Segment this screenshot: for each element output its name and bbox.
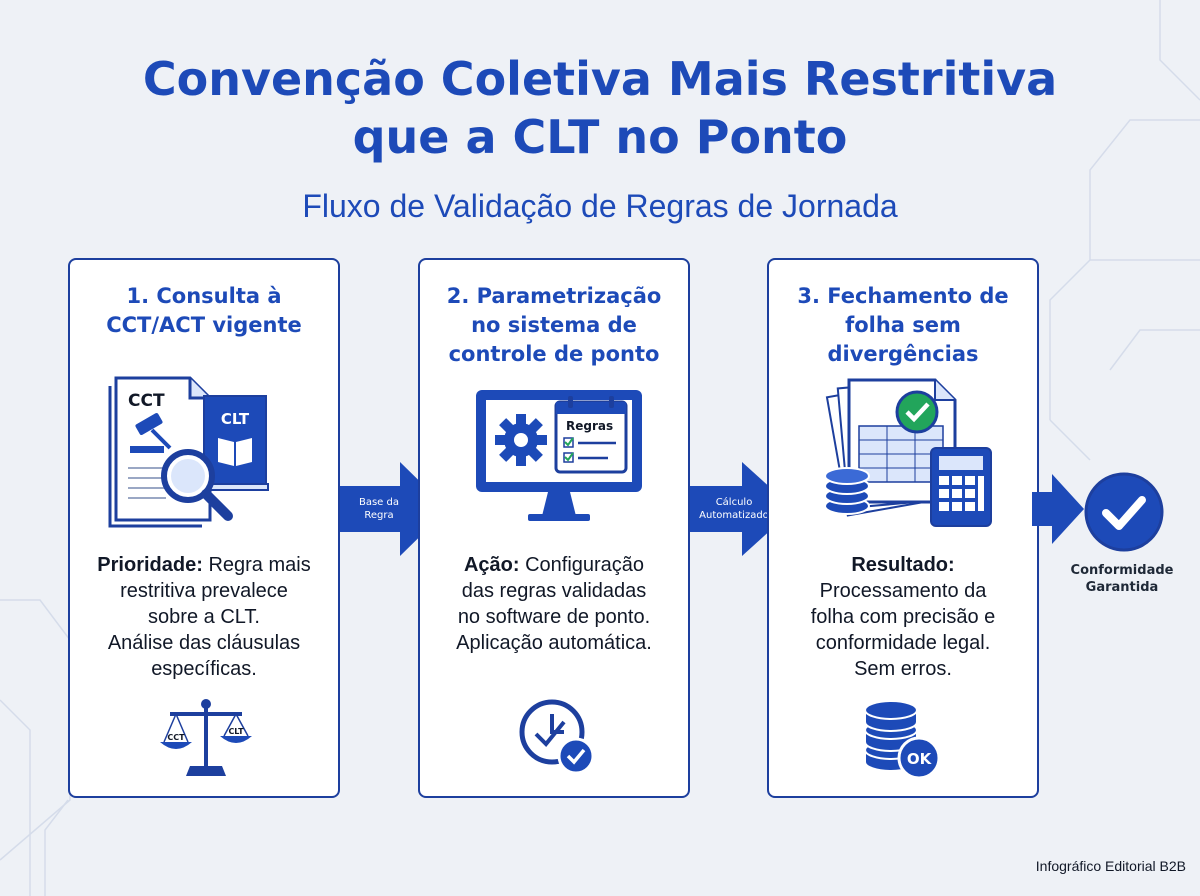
gavel-icon bbox=[130, 413, 172, 453]
calendar-label: Regras bbox=[566, 419, 613, 433]
gear-icon bbox=[495, 414, 547, 466]
step-description: Resultado: Processamento da folha com pr… bbox=[769, 552, 1037, 682]
connector-label: Cálculo Automatizado bbox=[690, 496, 778, 522]
scale-left-label: CCT bbox=[167, 733, 185, 742]
scale-right-label: CLT bbox=[228, 727, 244, 736]
connector-label-line: Base da bbox=[358, 497, 399, 508]
step-title-line: 1. Consulta à bbox=[126, 284, 282, 308]
step-title-line: controle de ponto bbox=[448, 342, 660, 366]
book-label: CLT bbox=[221, 410, 250, 428]
step-text-line: Sem erros. bbox=[854, 658, 952, 680]
connector-label-line: Automatizado bbox=[699, 510, 769, 521]
database-ok-icon: OK bbox=[864, 700, 941, 780]
magnifier-icon bbox=[161, 449, 233, 521]
final-label-line: Garantida bbox=[1085, 580, 1159, 595]
step-card-parametrizacao: 2. Parametrização no sistema de controle… bbox=[418, 258, 690, 798]
step-description: Ação: Configuração das regras validadas … bbox=[420, 552, 688, 656]
payroll-illustration bbox=[824, 378, 992, 527]
page-subtitle: Fluxo de Validação de Regras de Jornada bbox=[302, 188, 898, 224]
step-title: 1. Consulta à CCT/ACT vigente bbox=[70, 282, 338, 340]
step-title-line: divergências bbox=[827, 342, 979, 366]
final-result-label: Conformidade Garantida bbox=[1052, 562, 1192, 596]
step-text-line: Processamento da bbox=[819, 580, 987, 602]
calculator-icon bbox=[930, 447, 992, 527]
footer-credit: Infográfico Editorial B2B bbox=[1035, 858, 1186, 874]
connector-arrow bbox=[1032, 474, 1084, 544]
final-label-line: Conformidade bbox=[1070, 563, 1174, 578]
step-label: Resultado: bbox=[851, 554, 955, 576]
step-title-line: 2. Parametrização bbox=[446, 284, 662, 308]
calendar-checklist-icon: Regras bbox=[554, 396, 628, 474]
step-title-line: CCT/ACT vigente bbox=[106, 313, 302, 337]
step-label: Prioridade: bbox=[97, 554, 203, 576]
step-text-line: Aplicação automática. bbox=[456, 632, 652, 654]
document-label: CCT bbox=[128, 391, 165, 411]
connector-label-line: Regra bbox=[364, 510, 394, 521]
step-card-consulta: 1. Consulta à CCT/ACT vigente CCT CLT bbox=[68, 258, 340, 798]
step-card-fechamento: 3. Fechamento de folha sem divergências bbox=[767, 258, 1039, 798]
step-title-line: 3. Fechamento de bbox=[797, 284, 1009, 308]
step-text-line: Regra mais bbox=[208, 554, 311, 576]
step-text-line: conformidade legal. bbox=[815, 632, 991, 654]
step-text-line: folha com precisão e bbox=[810, 606, 996, 628]
monitor-illustration: Regras bbox=[476, 390, 642, 521]
coins-icon bbox=[824, 467, 870, 515]
title-line-2: que a CLT no Ponto bbox=[352, 110, 848, 164]
clock-check-icon bbox=[519, 699, 595, 775]
step-description: Prioridade: Regra mais restritiva preval… bbox=[70, 552, 338, 682]
step-title: 2. Parametrização no sistema de controle… bbox=[420, 282, 688, 369]
step-title: 3. Fechamento de folha sem divergências bbox=[769, 282, 1037, 369]
title-line-1: Convenção Coletiva Mais Restritiva bbox=[142, 52, 1058, 106]
check-circle-icon bbox=[1084, 472, 1164, 552]
step-text-line: sobre a CLT. bbox=[148, 606, 260, 628]
step-text-line: Configuração bbox=[525, 554, 645, 576]
ok-badge-label: OK bbox=[907, 750, 933, 768]
connector-label-line: Cálculo bbox=[715, 497, 753, 508]
connector-label: Base da Regra bbox=[342, 496, 416, 522]
scales-icon: CCT CLT bbox=[160, 699, 252, 776]
step-text-line: das regras validadas bbox=[461, 580, 647, 602]
step-text-line: Análise das cláusulas bbox=[107, 632, 301, 654]
step-text-line: específicas. bbox=[151, 658, 257, 680]
check-circle-icon bbox=[895, 390, 939, 434]
step-text-line: no software de ponto. bbox=[457, 606, 651, 628]
step-title-line: no sistema de bbox=[471, 313, 637, 337]
step-text-line: restritiva prevalece bbox=[120, 580, 288, 602]
step-label: Ação: bbox=[463, 554, 520, 576]
page-title: Convenção Coletiva Mais Restritiva que a… bbox=[0, 50, 1200, 166]
documents-illustration: CCT CLT bbox=[108, 376, 269, 528]
step-title-line: folha sem bbox=[845, 313, 961, 337]
